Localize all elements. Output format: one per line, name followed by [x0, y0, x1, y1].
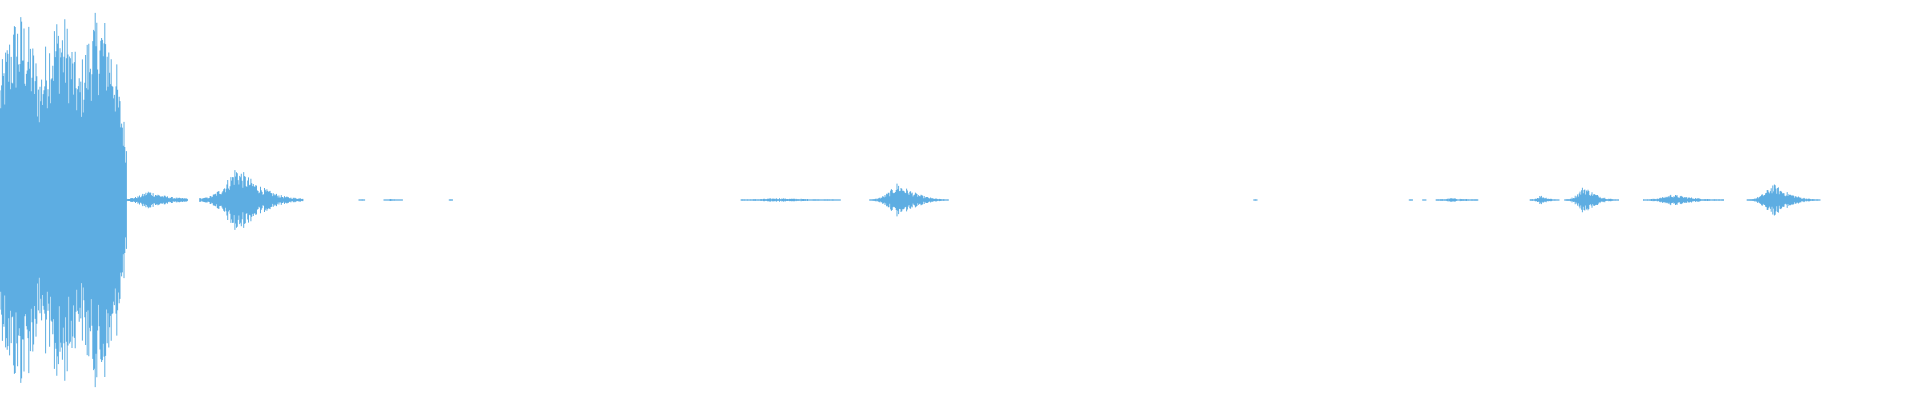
waveform-segment-blip-3 — [1529, 195, 1560, 205]
waveform-path — [0, 12, 127, 388]
waveform-path — [383, 199, 403, 201]
waveform-path — [126, 191, 188, 209]
waveform-segment-dot-3 — [448, 199, 453, 201]
waveform-path — [740, 198, 841, 202]
waveform-segment-blip-2 — [869, 183, 949, 217]
waveform-path — [358, 199, 366, 201]
waveform-segment-dot-6 — [1422, 199, 1427, 201]
waveform-segment-blip-1 — [199, 170, 304, 230]
waveform-path — [448, 199, 453, 201]
waveform-segment-line-1 — [740, 198, 841, 202]
waveform-path — [1408, 199, 1413, 201]
waveform-path — [869, 183, 949, 217]
waveform-segment-blip-5 — [1643, 194, 1724, 206]
waveform-segment-dot-1 — [358, 199, 366, 201]
waveform-segment-dot-4 — [1253, 199, 1258, 201]
waveform-path — [1253, 199, 1258, 201]
waveform-path — [1564, 187, 1619, 213]
waveform-segment-line-2 — [1435, 198, 1479, 202]
waveform-segment-blip-4 — [1564, 187, 1619, 213]
waveform-path — [1529, 195, 1560, 205]
waveform-segment-dot-2 — [383, 199, 403, 201]
waveform-path — [1435, 198, 1479, 202]
waveform-path — [1746, 184, 1821, 216]
waveform-segment-dot-5 — [1408, 199, 1413, 201]
waveform-path — [1422, 199, 1427, 201]
waveform-segment-tail-1 — [126, 191, 188, 209]
waveform-segment-burst-1 — [0, 12, 127, 388]
waveform-path — [199, 170, 304, 230]
waveform-path — [1643, 194, 1724, 206]
waveform-segment-blip-6 — [1746, 184, 1821, 216]
